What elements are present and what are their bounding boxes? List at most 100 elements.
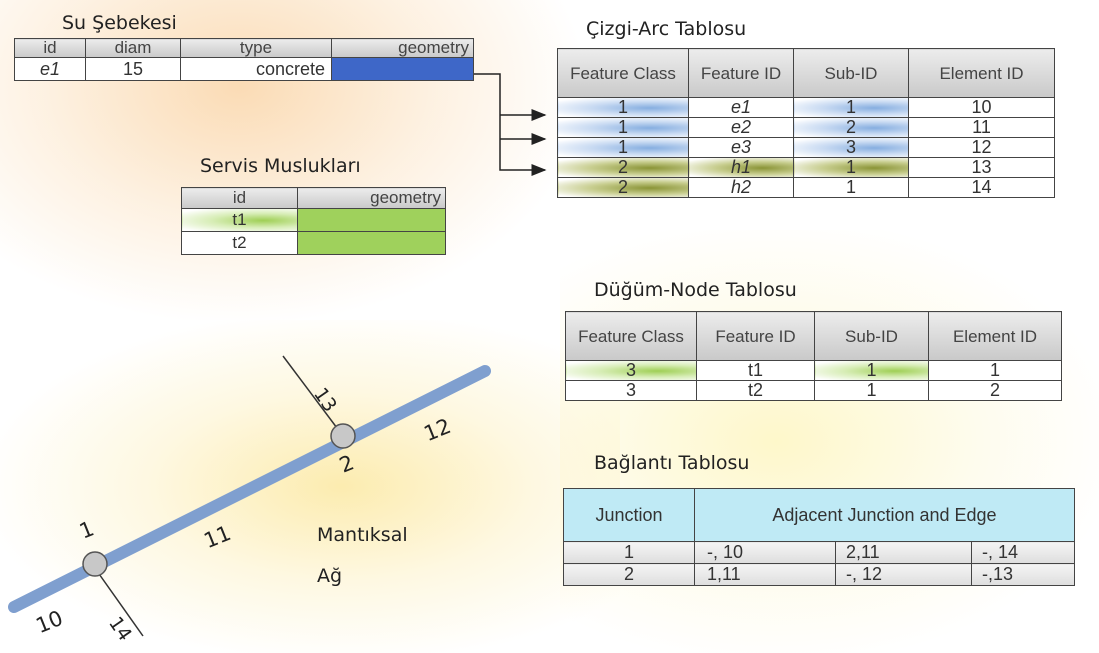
cell-type: concrete (180, 57, 332, 81)
column-header-diam: diam (85, 38, 181, 58)
column-header-feature-class: Feature Class (565, 311, 697, 361)
cell-feature-id: t2 (696, 380, 815, 401)
cell-id: e1 (14, 57, 86, 81)
cell-id: t2 (181, 231, 298, 255)
edge-label-11: 11 (200, 520, 235, 554)
table-header-row: Feature Class Feature ID Sub-ID Element … (565, 311, 1062, 361)
cell-feature-id: t1 (696, 360, 815, 381)
column-header-feature-class: Feature Class (557, 48, 689, 98)
cell-feature-id: h2 (688, 177, 794, 198)
baglanti-table: Junction Adjacent Junction and Edge 1 -,… (563, 488, 1075, 586)
column-header-feature-id: Feature ID (688, 48, 794, 98)
edge-label-12: 12 (420, 413, 455, 447)
connector-line (474, 73, 547, 176)
cell-feature-class: 2 (557, 177, 689, 198)
junction-node-1 (82, 551, 108, 577)
table-row: 1 e3 3 12 (557, 137, 1055, 158)
cell-feature-class: 1 (557, 97, 689, 118)
edge-label-14: 14 (104, 612, 137, 646)
table-header-row: id diam type geometry (14, 38, 474, 58)
table-row: t1 (181, 208, 446, 232)
table-row: 1 -, 10 2,11 -, 14 (563, 541, 1075, 564)
column-header-element-id: Element ID (908, 48, 1055, 98)
cell-adjacent: 2,11 (835, 541, 972, 564)
cell-element-id: 2 (928, 380, 1062, 401)
node-label-1: 1 (75, 516, 98, 544)
cizgi-arc-title: Çizgi-Arc Tablosu (586, 18, 747, 40)
cell-sub-id: 1 (793, 177, 909, 198)
cell-feature-class: 3 (565, 380, 697, 401)
servis-musluklari-table: id geometry t1 t2 (181, 187, 446, 255)
cell-adjacent: -, 12 (835, 563, 972, 586)
geometry-cell-green (297, 208, 446, 232)
su-sebekesi-title: Su Şebekesi (62, 12, 177, 34)
column-header-element-id: Element ID (928, 311, 1062, 361)
dugum-node-title: Düğüm-Node Tablosu (594, 279, 797, 301)
cell-sub-id: 3 (793, 137, 909, 158)
geometry-cell-blue (331, 57, 474, 81)
column-header-sub-id: Sub-ID (793, 48, 909, 98)
su-sebekesi-table: id diam type geometry e1 15 concrete (14, 38, 474, 81)
logical-network-label-2: Ağ (317, 565, 343, 587)
cell-feature-class: 2 (557, 157, 689, 178)
edge-label-13: 13 (309, 383, 342, 417)
cell-sub-id: 1 (793, 157, 909, 178)
table-header-row: Feature Class Feature ID Sub-ID Element … (557, 48, 1055, 98)
servis-musluklari-title: Servis Muslukları (200, 155, 361, 177)
main-edge-line (8, 365, 491, 613)
cell-feature-class: 1 (557, 137, 689, 158)
cell-sub-id: 2 (793, 117, 909, 138)
cell-element-id: 14 (908, 177, 1055, 198)
dugum-node-table: Feature Class Feature ID Sub-ID Element … (565, 311, 1062, 401)
cell-feature-id: h1 (688, 157, 794, 178)
cell-element-id: 1 (928, 360, 1062, 381)
cell-feature-class: 1 (557, 117, 689, 138)
cell-adjacent: -, 10 (694, 541, 836, 564)
table-row: 3 t2 1 2 (565, 380, 1062, 401)
table-row: 2 h2 1 14 (557, 177, 1055, 198)
column-header-geometry: geometry (297, 187, 446, 209)
table-row: 1 e1 1 10 (557, 97, 1055, 118)
cell-sub-id: 1 (814, 380, 929, 401)
edge-label-10: 10 (32, 605, 67, 639)
column-header-id: id (14, 38, 86, 58)
column-header-sub-id: Sub-ID (814, 311, 929, 361)
table-row: 2 1,11 -, 12 -,13 (563, 563, 1075, 586)
column-header-type: type (180, 38, 332, 58)
cell-junction: 2 (563, 563, 695, 586)
cell-element-id: 10 (908, 97, 1055, 118)
column-header-adjacent: Adjacent Junction and Edge (694, 488, 1075, 542)
column-header-id: id (181, 187, 298, 209)
geometry-cell-green (297, 231, 446, 255)
cell-id: t1 (181, 208, 298, 232)
cell-feature-id: e1 (688, 97, 794, 118)
cell-diam: 15 (85, 57, 181, 81)
cell-feature-class: 3 (565, 360, 697, 381)
table-row: 2 h1 1 13 (557, 157, 1055, 178)
junction-node-2 (330, 423, 356, 449)
cell-adjacent: 1,11 (694, 563, 836, 586)
table-row: e1 15 concrete (14, 57, 474, 81)
cell-feature-id: e3 (688, 137, 794, 158)
table-row: t2 (181, 231, 446, 255)
cell-junction: 1 (563, 541, 695, 564)
table-row: 3 t1 1 1 (565, 360, 1062, 381)
table-row: 1 e2 2 11 (557, 117, 1055, 138)
cizgi-arc-table: Feature Class Feature ID Sub-ID Element … (557, 48, 1055, 198)
column-header-geometry: geometry (331, 38, 474, 58)
cell-adjacent: -, 14 (971, 541, 1075, 564)
cell-element-id: 12 (908, 137, 1055, 158)
baglanti-title: Bağlantı Tablosu (594, 452, 750, 474)
column-header-junction: Junction (563, 488, 695, 542)
table-header-row: id geometry (181, 187, 446, 209)
cell-feature-id: e2 (688, 117, 794, 138)
column-header-feature-id: Feature ID (696, 311, 815, 361)
cell-element-id: 13 (908, 157, 1055, 178)
cell-element-id: 11 (908, 117, 1055, 138)
logical-network-label: Mantıksal (317, 524, 408, 546)
cell-adjacent: -,13 (971, 563, 1075, 586)
node-label-2: 2 (335, 450, 358, 478)
cell-sub-id: 1 (793, 97, 909, 118)
background-glow-bottom (0, 320, 620, 653)
cell-sub-id: 1 (814, 360, 929, 381)
